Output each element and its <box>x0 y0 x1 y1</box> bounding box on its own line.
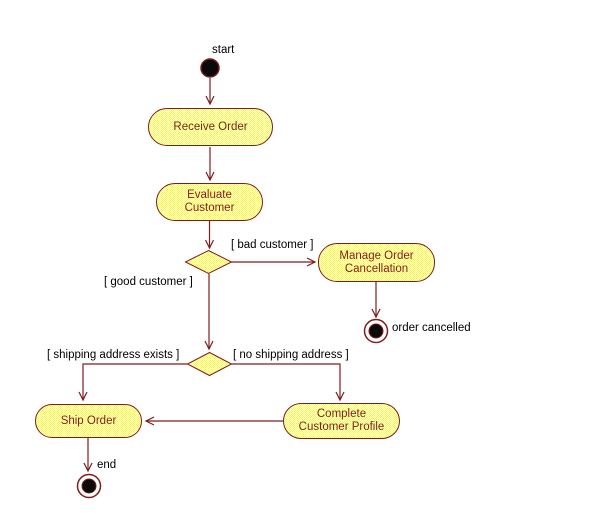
final-node-order-cancelled <box>363 318 389 344</box>
final-node-end <box>76 473 102 499</box>
activity-evaluate-customer-label: Evaluate Customer <box>184 189 235 214</box>
decision1-diamond <box>184 249 233 275</box>
activity-evaluate-customer: Evaluate Customer <box>156 183 263 221</box>
activity-manage-order-cancellation-label: Manage Order Cancellation <box>339 249 414 275</box>
guard-good-customer: [ good customer ] <box>104 276 193 288</box>
activity-complete-customer-profile-label: Complete Customer Profile <box>298 408 385 433</box>
activity-ship-order: Ship Order <box>35 404 142 438</box>
activity-ship-order-label: Ship Order <box>60 414 117 427</box>
start-node-label: start <box>212 44 235 56</box>
activity-complete-customer-profile: Complete Customer Profile <box>283 403 400 439</box>
guard-bad-customer: [ bad customer ] <box>231 239 314 251</box>
edge-decision2-to-ship-order <box>78 363 188 402</box>
end-node-label: end <box>97 459 117 471</box>
guard-shipping-address-exists: [ shipping address exists ] <box>47 349 180 361</box>
guard-no-shipping-address: [ no shipping address ] <box>233 349 349 361</box>
edge-decision2-to-complete-profile <box>231 363 345 402</box>
decision2-diamond <box>186 351 233 377</box>
activity-receive-order: Receive Order <box>148 108 273 146</box>
order-cancelled-label: order cancelled <box>392 322 471 334</box>
activity-manage-order-cancellation: Manage Order Cancellation <box>318 243 435 282</box>
activity-receive-order-label: Receive Order <box>173 120 248 133</box>
start-node <box>200 58 220 78</box>
